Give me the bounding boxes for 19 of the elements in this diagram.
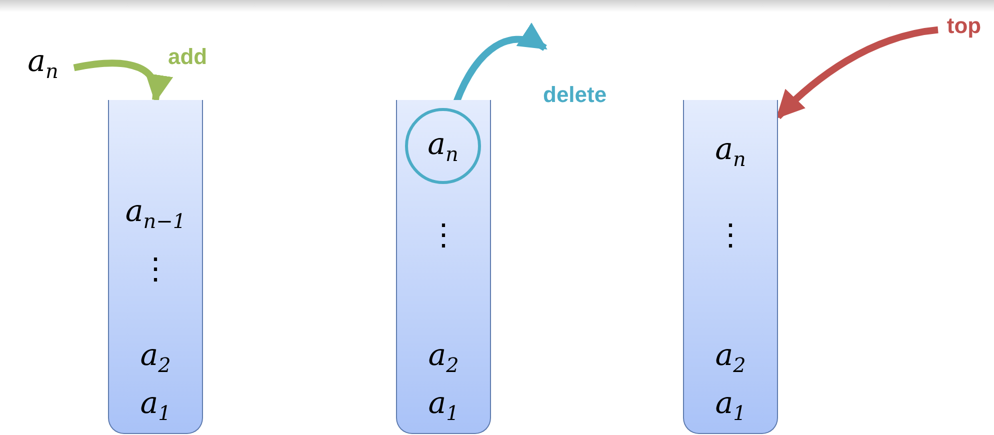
stack-element: ⋮ bbox=[428, 218, 458, 253]
stack-column bbox=[396, 100, 491, 434]
stack-element: a$_{2}$ bbox=[715, 338, 746, 373]
stack-column bbox=[108, 100, 203, 434]
stack-element: a$_{n−1}$ bbox=[125, 194, 186, 229]
stack-element: a$_{2}$ bbox=[428, 338, 459, 373]
stack-element: a$_{2}$ bbox=[140, 338, 171, 373]
stack-element: ⋮ bbox=[140, 252, 170, 287]
pointer-label: top bbox=[946, 13, 982, 38]
stack-element: a$_{1}$ bbox=[428, 386, 459, 421]
stack-element: a$_{n}$ bbox=[428, 127, 458, 162]
stack-element: a$_{1}$ bbox=[715, 386, 746, 421]
stack-column bbox=[683, 100, 778, 434]
stack-element: ⋮ bbox=[716, 218, 746, 253]
stack-element: a$_{n}$ bbox=[28, 44, 58, 79]
stack-element: a$_{n}$ bbox=[715, 132, 746, 167]
highlight-circle bbox=[405, 108, 481, 184]
curved-arrow bbox=[73, 60, 172, 103]
stack-element: a$_{1}$ bbox=[140, 386, 171, 421]
